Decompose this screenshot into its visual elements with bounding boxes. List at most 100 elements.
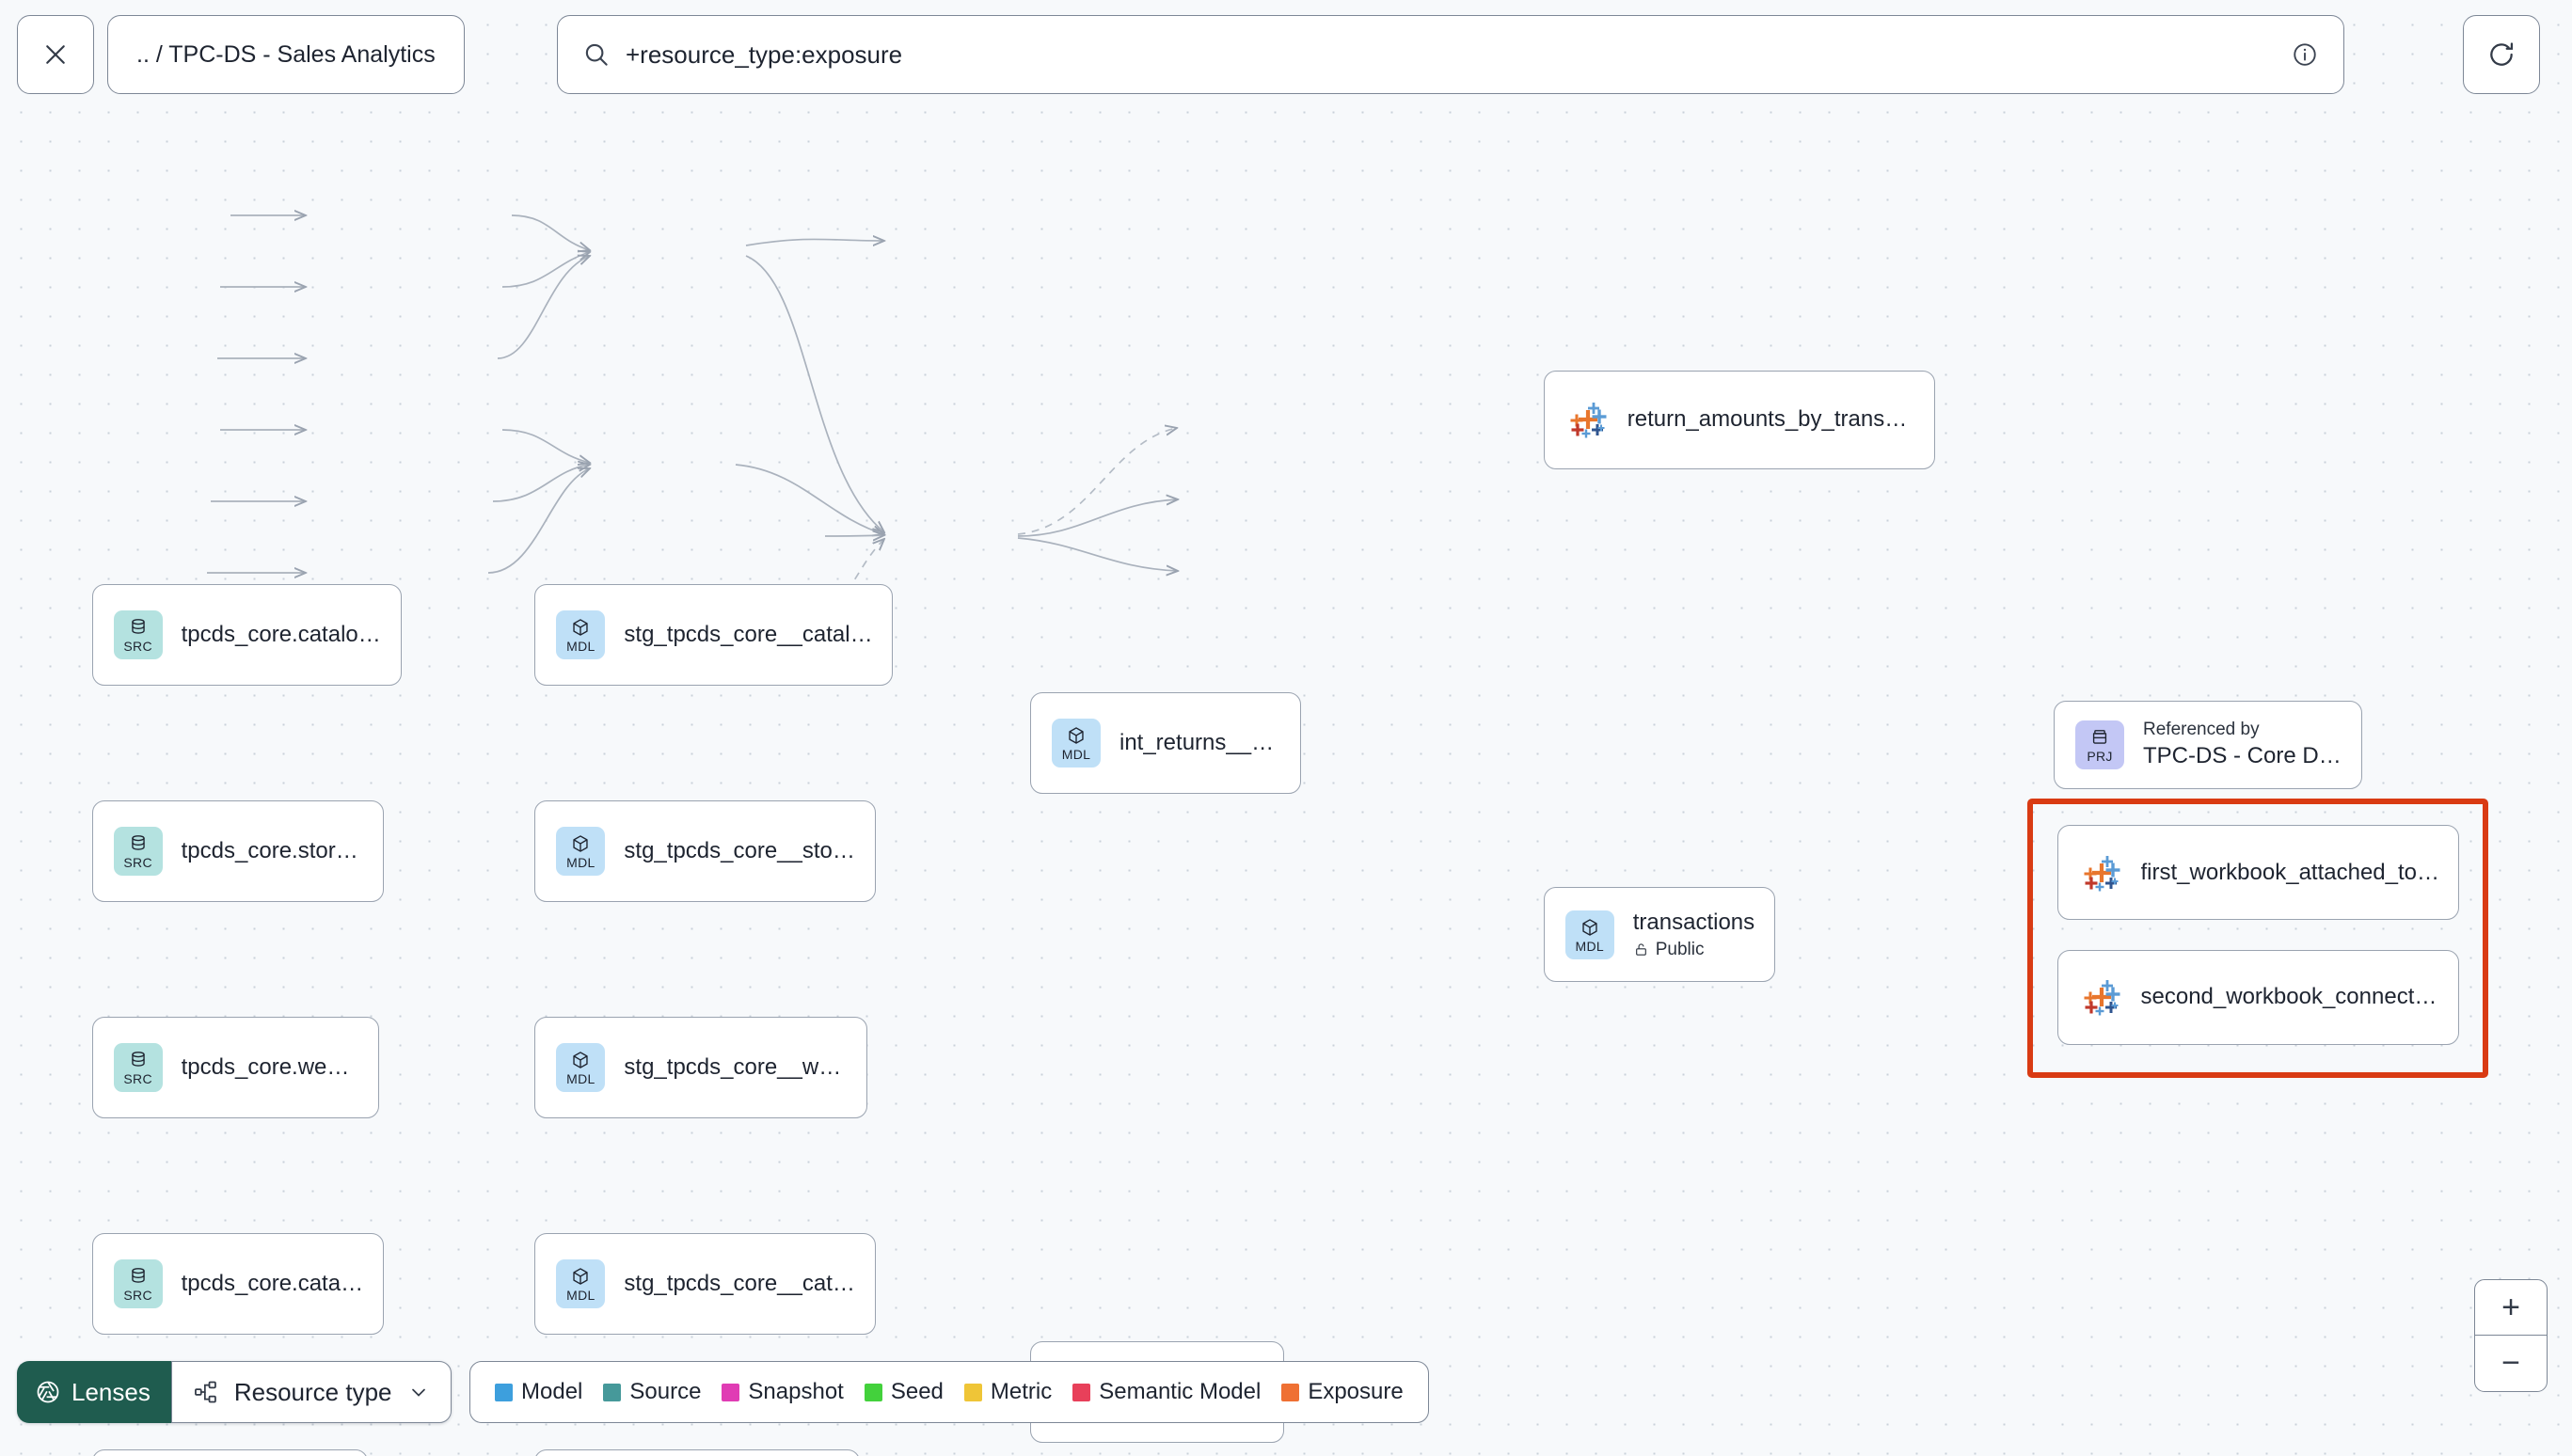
cube-icon	[1582, 919, 1597, 936]
node-type-badge-label: PRJ	[2087, 748, 2113, 764]
zoom-in-button[interactable]: +	[2475, 1280, 2547, 1336]
cube-icon	[573, 619, 589, 636]
legend-label: Metric	[990, 1379, 1053, 1404]
legend-item-exposure[interactable]: Exposure	[1281, 1379, 1404, 1405]
graph-node-exposure_first[interactable]: first_workbook_attached_to_tpc-ds_-_…	[2056, 825, 2459, 921]
info-circle-icon[interactable]	[2291, 40, 2319, 69]
node-visibility: Public	[1633, 940, 1757, 960]
graph-node-src_store_returns[interactable]: SRC tpcds_core.store_returns	[91, 799, 384, 902]
node-type-badge-prj: PRJ	[2075, 720, 2124, 769]
node-type-badge-label: MDL	[566, 1288, 595, 1304]
database-icon	[131, 1268, 145, 1283]
node-type-badge-src: SRC	[113, 826, 163, 876]
node-type-badge-label: MDL	[1061, 746, 1091, 762]
top-toolbar: .. / TPC-DS - Sales Analytics +resource_…	[0, 0, 2572, 109]
node-body: stg_tpcds_core__web_returns	[624, 1054, 866, 1081]
node-body: second_workbook_connected_to_live…	[2141, 984, 2458, 1010]
lenses-label: Lenses	[71, 1377, 151, 1406]
node-type-badge-label: MDL	[1575, 938, 1604, 954]
database-icon	[131, 618, 145, 634]
graph-node-return_amounts[interactable]: return_amounts_by_transaction_type	[1543, 371, 1936, 469]
graph-node-int_returns_unioned[interactable]: MDL int_returns__unioned	[1029, 691, 1301, 794]
tableau-icon	[1570, 403, 1607, 438]
close-icon	[46, 45, 65, 64]
database-icon	[131, 1052, 145, 1067]
node-type-badge-src: SRC	[113, 1043, 163, 1093]
graph-node-stg_catalog_sales[interactable]: MDL stg_tpcds_core__catalog_sales	[534, 1233, 877, 1336]
node-title: TPC-DS - Core Data Models	[2143, 743, 2344, 769]
node-type-badge-label: SRC	[123, 1288, 152, 1304]
node-title: transactions	[1632, 909, 1755, 935]
node-type-badge-mdl: MDL	[1051, 718, 1101, 768]
node-type-badge-mdl: MDL	[556, 826, 606, 876]
node-body: first_workbook_attached_to_tpc-ds_-_…	[2141, 860, 2458, 886]
legend-swatch	[963, 1383, 982, 1401]
legend-label: Model	[521, 1379, 583, 1404]
tableau-icon-wrap	[2079, 974, 2124, 1020]
breadcrumb-label: .. / TPC-DS - Sales Analytics	[136, 40, 436, 68]
node-title: tpcds_core.web_returns	[181, 1054, 361, 1081]
project-box-icon	[2092, 729, 2107, 744]
search-bar[interactable]: +resource_type:exposure	[557, 15, 2344, 94]
search-input[interactable]: +resource_type:exposure	[626, 40, 903, 69]
legend-label: Source	[629, 1379, 702, 1404]
legend-swatch	[864, 1383, 882, 1401]
node-type-badge-mdl: MDL	[556, 1259, 606, 1309]
legend-swatch	[603, 1383, 622, 1401]
cube-icon	[1069, 727, 1084, 744]
zoom-out-button[interactable]: −	[2501, 1345, 2520, 1381]
legend-item-snapshot[interactable]: Snapshot	[722, 1379, 844, 1405]
node-body: tpcds_core.catalog_sales	[182, 1271, 383, 1297]
node-title: tpcds_core.store_returns	[181, 837, 366, 863]
legend-label: Semantic Model	[1099, 1379, 1262, 1404]
nodes-icon	[194, 1381, 216, 1403]
tableau-icon-wrap	[2079, 850, 2124, 895]
breadcrumb[interactable]: .. / TPC-DS - Sales Analytics	[107, 15, 465, 94]
legend-item-seed[interactable]: Seed	[864, 1379, 944, 1405]
node-title: stg_tpcds_core__web_returns	[624, 1054, 850, 1081]
node-body: stg_tpcds_core__catalog_sales	[624, 1271, 875, 1297]
node-body: return_amounts_by_transaction_type	[1627, 406, 1935, 433]
refresh-icon	[2490, 42, 2514, 66]
refresh-button[interactable]	[2463, 15, 2540, 94]
legend-swatch	[495, 1383, 513, 1401]
node-type-badge-src: SRC	[113, 1259, 163, 1309]
legend-item-model[interactable]: Model	[495, 1379, 582, 1405]
node-type-badge-label: SRC	[123, 638, 152, 654]
node-body: int_returns__unioned	[1119, 730, 1300, 756]
node-type-badge-label: SRC	[123, 1071, 152, 1087]
legend-label: Seed	[890, 1379, 944, 1404]
lenses-control-group: Lenses Resource type	[17, 1361, 452, 1423]
legend-swatch	[1281, 1383, 1300, 1401]
graph-node-src_web_returns[interactable]: SRC tpcds_core.web_returns	[91, 1017, 379, 1119]
node-visibility-label: Public	[1655, 939, 1705, 959]
resource-type-legend: Model Source Snapshot Seed Metric Semantic Mo…	[469, 1361, 1429, 1423]
node-body: tpcds_core.web_returns	[182, 1054, 378, 1081]
node-title: tpcds_core.catalog_returns	[181, 621, 385, 647]
lenses-button[interactable]: Lenses	[17, 1361, 171, 1423]
node-title: return_amounts_by_transaction_type	[1627, 406, 1918, 433]
legend-item-metric[interactable]: Metric	[963, 1379, 1053, 1405]
legend-item-source[interactable]: Source	[603, 1379, 701, 1405]
node-title: stg_tpcds_core__catalog_sales	[624, 1271, 858, 1297]
graph-node-exposure_second[interactable]: second_workbook_connected_to_live…	[2056, 949, 2459, 1045]
legend-item-semantic-model[interactable]: Semantic Model	[1072, 1379, 1261, 1405]
graph-node-src_catalog_sales[interactable]: SRC tpcds_core.catalog_sales	[91, 1233, 384, 1336]
node-type-badge-label: MDL	[566, 638, 595, 654]
cube-icon	[573, 1052, 589, 1068]
resource-type-dropdown[interactable]: Resource type	[170, 1361, 452, 1423]
tableau-icon-wrap	[1565, 397, 1611, 442]
close-button[interactable]	[17, 15, 94, 94]
graph-node-src_catalog_returns[interactable]: SRC tpcds_core.catalog_returns	[91, 583, 403, 686]
node-title: second_workbook_connected_to_live…	[2140, 984, 2441, 1010]
